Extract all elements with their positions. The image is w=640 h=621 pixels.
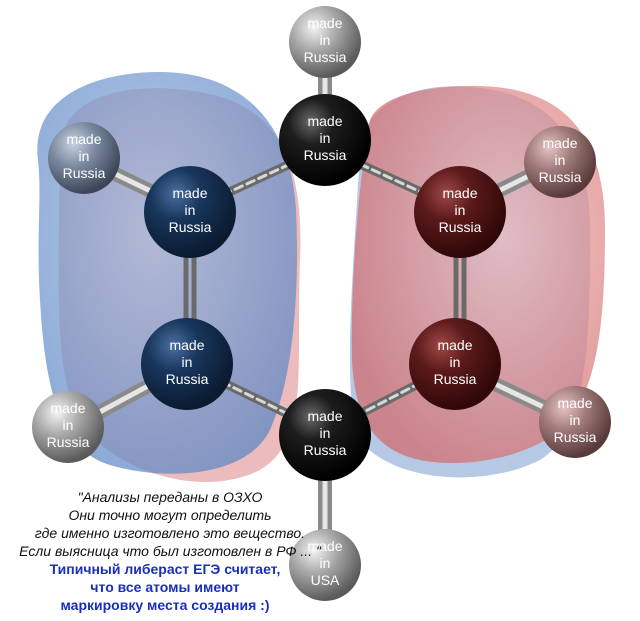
atom-label-line: made [50, 400, 85, 416]
atom-label-line: Russia [304, 49, 347, 65]
atom-label-line: made [66, 131, 101, 147]
quote-line: где именно изготовлено это вещество. [34, 525, 306, 541]
atom-label-line: Russia [434, 371, 477, 387]
atom-label-line: made [172, 185, 207, 201]
caption-line: что все атомы имеют [90, 579, 240, 595]
atom-label-line: Russia [439, 219, 482, 235]
atom-label-line: USA [311, 572, 340, 588]
atom-label-line: in [320, 425, 331, 441]
atom-label-line: in [555, 152, 566, 168]
atom-label-line: made [307, 113, 342, 129]
atom-label-line: made [557, 395, 592, 411]
atom-label-line: in [63, 417, 74, 433]
atom-label-line: in [185, 202, 196, 218]
quote-line: Они точно могут определить [68, 507, 272, 523]
atom-label-line: made [442, 185, 477, 201]
atom-label-line: made [307, 408, 342, 424]
atom-label-line: in [79, 148, 90, 164]
quote-text: "Анализы переданы в ОЗХО Они точно могут… [0, 488, 340, 560]
atom-label-line: in [455, 202, 466, 218]
atom-label-line: Russia [304, 442, 347, 458]
atom-label-line: in [320, 130, 331, 146]
caption-line: Типичный либераст ЕГЭ считает, [49, 561, 281, 577]
quote-line: Если выясница что был изготовлен в РФ ..… [19, 543, 321, 559]
atom-label-line: Russia [166, 371, 209, 387]
atom-label-line: Russia [304, 147, 347, 163]
atom-label-line: in [570, 412, 581, 428]
atom-label-line: made [307, 538, 342, 554]
atom-label-line: Russia [47, 434, 90, 450]
atom-label-line: Russia [554, 429, 597, 445]
atom-label-line: made [169, 337, 204, 353]
caption-line: маркировку места создания :) [60, 597, 270, 613]
atom-label-line: made [542, 135, 577, 151]
atom-label-line: made [307, 15, 342, 31]
atom-label-line: made [437, 337, 472, 353]
atom-label-line: Russia [539, 169, 582, 185]
atom-label-line: Russia [63, 165, 106, 181]
quote-line: "Анализы переданы в ОЗХО [77, 489, 263, 505]
atom-label-line: in [320, 32, 331, 48]
atom-label-line: in [320, 555, 331, 571]
atom-label-line: in [450, 354, 461, 370]
atom-label-line: Russia [169, 219, 212, 235]
caption-text: Типичный либераст ЕГЭ считает, что все а… [0, 560, 330, 614]
atom-label-line: in [182, 354, 193, 370]
